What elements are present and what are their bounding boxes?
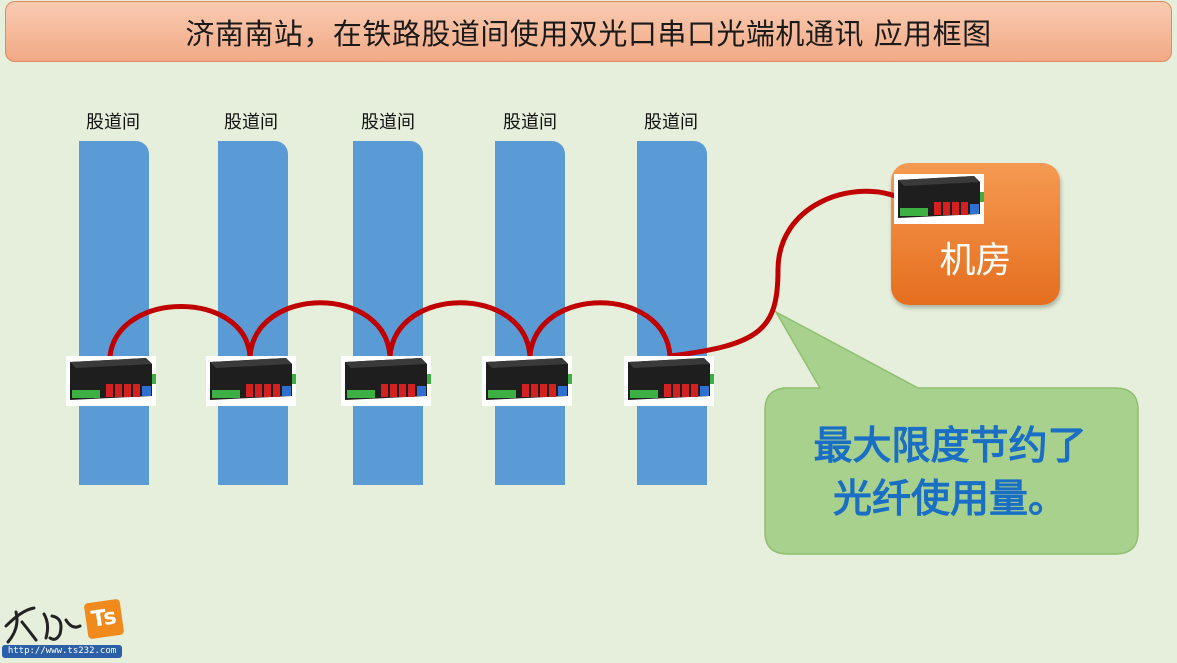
fiber-link-1-2	[107, 304, 253, 359]
track-label-2: 股道间	[224, 112, 278, 133]
converter-icon	[628, 358, 714, 400]
fiber-link-2-3	[247, 300, 393, 359]
brand-url: http://www.ts232.com	[2, 645, 122, 658]
callout-line-1: 最大限度节约了	[813, 424, 1087, 469]
track-label-5: 股道间	[644, 112, 698, 133]
track-column-1	[79, 141, 149, 485]
fiber-converter-4	[482, 356, 572, 406]
converter-icon	[345, 358, 431, 400]
fiber-converter-3	[341, 356, 431, 406]
diagram-title: 济南南站，在铁路股道间使用双光口串口光端机通讯 应用框图	[185, 16, 992, 51]
fiber-converter-2	[206, 356, 296, 406]
converter-icon	[70, 358, 156, 400]
track-label-1: 股道间	[86, 112, 140, 133]
fiber-converter-1	[66, 356, 156, 406]
converter-icon	[210, 358, 296, 400]
converter-icon	[486, 358, 572, 400]
track-label-4: 股道间	[503, 112, 557, 133]
fiber-converter-5	[624, 356, 714, 406]
track-label-3: 股道间	[361, 112, 415, 133]
callout-text: 最大限度节约了 光纤使用量。	[785, 420, 1115, 526]
converter-icon	[898, 176, 984, 218]
title-banner: 济南南站，在铁路股道间使用双光口串口光端机通讯 应用框图	[5, 1, 1172, 62]
fiber-link-to-room	[667, 188, 898, 359]
fiber-converter-room	[894, 174, 984, 224]
track-column-5	[637, 141, 707, 485]
fiber-link-3-4	[387, 300, 533, 359]
callout-line-2: 光纤使用量。	[832, 477, 1067, 522]
callout-bubble	[764, 310, 1139, 555]
fiber-link-4-5	[527, 300, 673, 359]
brand-badge: Ts	[83, 598, 125, 640]
machine-room-label: 机房	[939, 240, 1012, 281]
brand-logo-calligraphy	[4, 606, 82, 644]
